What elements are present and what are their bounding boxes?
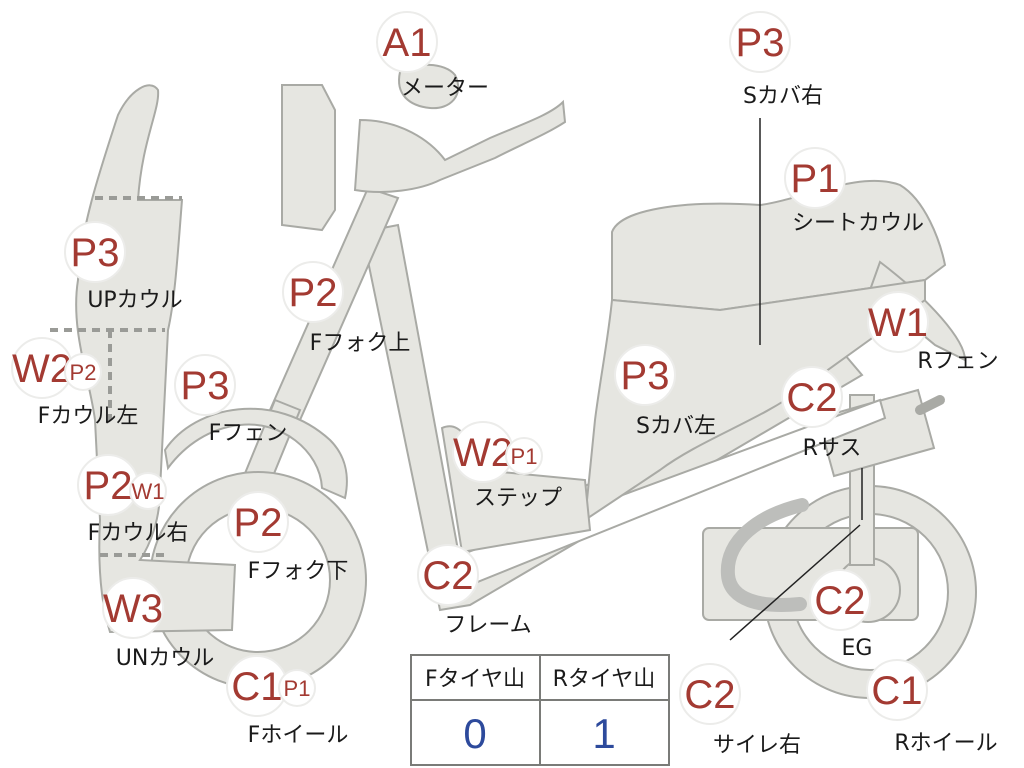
part-label: Fフォク下 xyxy=(248,559,349,584)
code-badge xyxy=(64,221,126,283)
callout-frame: C2 フレーム xyxy=(417,544,532,638)
part-code: W2 xyxy=(453,431,513,475)
part-label: サイレ右 xyxy=(713,733,801,758)
part-code: P1 xyxy=(791,157,840,201)
part-code: C1 xyxy=(231,665,282,709)
part-code: P3 xyxy=(736,21,785,65)
part-code: W3 xyxy=(103,587,163,631)
part-label: Rホイール xyxy=(894,731,997,756)
part-code: W2 xyxy=(12,347,72,391)
table-value-rear-tire: 1 xyxy=(592,710,615,757)
part-label: Fカウル右 xyxy=(88,521,189,546)
code-badge xyxy=(784,147,846,209)
part-code: P2 xyxy=(84,464,133,508)
leader-lines xyxy=(729,118,863,641)
part-label: Rフェン xyxy=(917,349,998,374)
part-code: C2 xyxy=(786,376,837,420)
part-label: Fフォク上 xyxy=(310,331,411,356)
part-label: シートカウル xyxy=(792,211,924,236)
sub-code-badge xyxy=(278,669,316,707)
code-badge xyxy=(174,354,236,416)
part-sub-code: P1 xyxy=(511,444,538,469)
code-badge xyxy=(102,577,164,639)
part-sub-code: P2 xyxy=(70,360,97,385)
part-label: ステップ xyxy=(474,486,562,511)
part-code: P2 xyxy=(289,271,338,315)
part-label: Fフェン xyxy=(209,421,288,446)
callout-seat-cowl: P1 シートカウル xyxy=(784,147,924,236)
part-code: A1 xyxy=(383,21,432,65)
part-label: フレーム xyxy=(444,613,531,638)
code-badge xyxy=(376,11,438,73)
sub-code-badge xyxy=(64,353,102,391)
code-badge xyxy=(866,659,928,721)
part-code: C2 xyxy=(684,673,735,717)
front-fender-shape xyxy=(163,407,348,500)
part-code: C1 xyxy=(871,669,922,713)
code-badge xyxy=(679,663,741,725)
part-sub-code: P1 xyxy=(284,676,311,701)
part-label: Rサス xyxy=(803,436,862,461)
part-sub-code: W1 xyxy=(132,479,165,504)
table-header-rear-tire: Rタイヤ山 xyxy=(553,667,656,692)
code-badge xyxy=(809,569,871,631)
tire-tread-table: Fタイヤ山 Rタイヤ山 0 1 xyxy=(410,654,670,766)
part-code: P2 xyxy=(234,501,283,545)
part-label: Fホイール xyxy=(248,723,349,748)
table-value-front-tire: 0 xyxy=(463,710,486,757)
part-label: Sカバ右 xyxy=(743,84,823,109)
code-badge xyxy=(282,261,344,323)
code-badge xyxy=(614,344,676,406)
part-label: Sカバ左 xyxy=(636,414,716,439)
code-badge xyxy=(417,544,479,606)
code-badge xyxy=(729,11,791,73)
table-header-front-tire: Fタイヤ山 xyxy=(425,667,525,692)
callout-meter: A1 メーター xyxy=(376,11,489,101)
motorcycle-illustration xyxy=(50,63,977,699)
part-code: C2 xyxy=(422,554,473,598)
part-label: Fカウル左 xyxy=(38,404,139,429)
code-badge xyxy=(781,366,843,428)
part-code: P3 xyxy=(621,354,670,398)
code-badge xyxy=(227,491,289,553)
part-label: UPカウル xyxy=(87,288,182,313)
handlebar-shape xyxy=(281,63,567,232)
part-code: W1 xyxy=(868,301,928,345)
part-code: C2 xyxy=(814,579,865,623)
part-code: P3 xyxy=(71,231,120,275)
part-label: UNカウル xyxy=(116,646,215,671)
part-label: EG xyxy=(842,636,873,661)
part-label: メーター xyxy=(401,76,489,101)
sub-code-badge xyxy=(129,472,167,510)
callout-muffler-right: C2 サイレ右 xyxy=(679,663,801,758)
code-badge xyxy=(867,291,929,353)
sub-code-badge xyxy=(505,437,543,475)
part-code: P3 xyxy=(181,364,230,408)
